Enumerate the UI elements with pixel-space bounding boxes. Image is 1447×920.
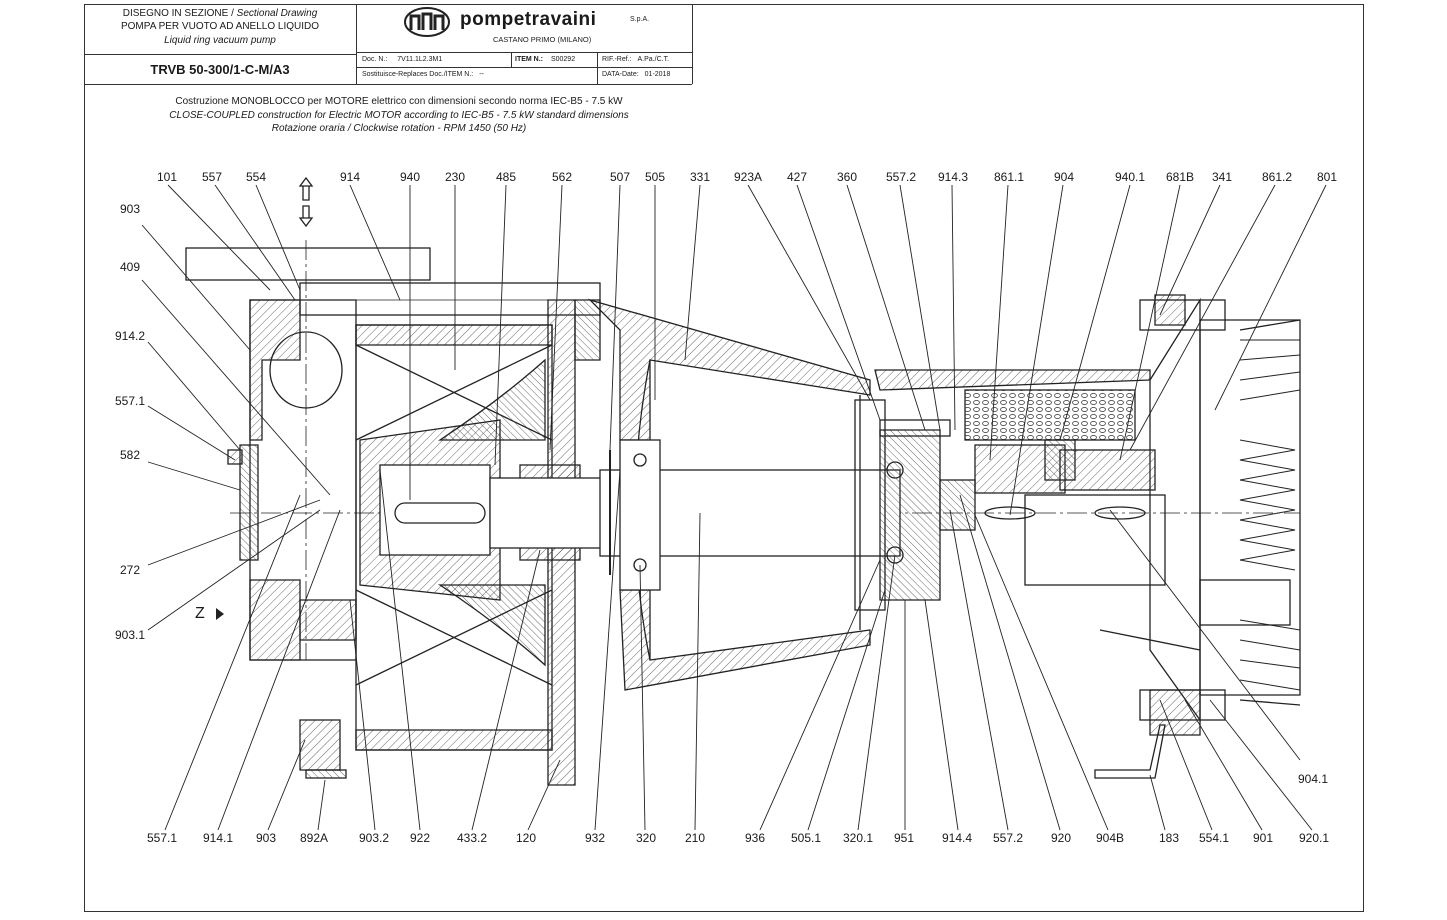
brand-location: CASTANO PRIMO (MILANO): [493, 35, 592, 44]
callout-label: 183: [1158, 831, 1180, 845]
callout-label: 427: [786, 170, 808, 184]
callout-label: 914.3: [937, 170, 969, 184]
date-value: 01-2018: [644, 71, 671, 78]
callout-label: 914.2: [115, 329, 146, 343]
callout-label: 904B: [1095, 831, 1125, 845]
callout-label: 554: [245, 170, 267, 184]
model-code: TRVB 50-300/1-C-M/A3: [150, 62, 290, 77]
callout-label: 681B: [1165, 170, 1195, 184]
callout-label: 557.2: [992, 831, 1024, 845]
callout-label: 360: [836, 170, 858, 184]
callout-label: 932: [584, 831, 606, 845]
callout-label: 582: [120, 448, 141, 462]
callout-label: 554.1: [1198, 831, 1230, 845]
callout-label: 903.2: [358, 831, 390, 845]
callout-label: 557: [201, 170, 223, 184]
brand-name: pompetravaini: [460, 9, 597, 30]
callout-label: 331: [689, 170, 711, 184]
callout-label: 320.1: [842, 831, 874, 845]
callout-label: 940: [399, 170, 421, 184]
callout-label: 914.1: [202, 831, 234, 845]
callout-label: 433.2: [456, 831, 488, 845]
callout-label: 557.1: [146, 831, 178, 845]
pump-type-en: Liquid ring vacuum pump: [164, 35, 276, 46]
doc-value: 7V11.1L2.3M1: [397, 56, 443, 63]
view-label: Z: [195, 605, 205, 622]
item-label: ITEM N.:: [515, 56, 543, 63]
pump-type-it: POMPA PER VUOTO AD ANELLO LIQUIDO: [120, 21, 320, 32]
callout-label: 210: [684, 831, 706, 845]
callout-label: 230: [444, 170, 466, 184]
title-it: DISEGNO IN SEZIONE: [122, 8, 229, 19]
callout-label: 120: [515, 831, 537, 845]
callout-label: 923A: [733, 170, 763, 184]
description-line-3: Rotazione oraria / Clockwise rotation - …: [271, 123, 527, 134]
description-line-2: CLOSE-COUPLED construction for Electric …: [169, 110, 629, 121]
callout-label: 557.1: [115, 394, 146, 408]
callout-label: 320: [635, 831, 657, 845]
item-value: S00292: [550, 56, 576, 63]
callout-label: 904.1: [1298, 772, 1329, 786]
callout-label: 505: [644, 170, 666, 184]
callout-label: 801: [1316, 170, 1338, 184]
callout-label: 922: [409, 831, 431, 845]
callout-label: 920.1: [1298, 831, 1330, 845]
callout-label: 861.1: [993, 170, 1025, 184]
callout-label: 485: [495, 170, 517, 184]
callout-label: 903.1: [115, 628, 146, 642]
callout-label: 505.1: [790, 831, 822, 845]
callout-label: 914.4: [941, 831, 973, 845]
callout-label: 557.2: [885, 170, 917, 184]
title-en: Sectional Drawing: [236, 8, 318, 19]
drawing-sheet: [84, 4, 1364, 912]
callout-label: 936: [744, 831, 766, 845]
callout-label: 904: [1053, 170, 1075, 184]
callout-label: 951: [893, 831, 915, 845]
callout-label: 903: [255, 831, 277, 845]
description-line-1: Costruzione MONOBLOCCO per MOTORE elettr…: [175, 96, 623, 107]
doc-label: Doc. N.:: [362, 56, 388, 63]
callout-label: 914: [339, 170, 361, 184]
callout-label: 507: [609, 170, 631, 184]
callout-label: 562: [551, 170, 573, 184]
callout-label: 920: [1050, 831, 1072, 845]
callout-label: 903: [120, 202, 141, 216]
replaces-value: --: [479, 71, 484, 78]
callout-label: 341: [1211, 170, 1233, 184]
callout-label: 409: [120, 260, 141, 274]
callout-label: 272: [120, 563, 141, 577]
callout-label: 892A: [299, 831, 329, 845]
ref-value: A.Pa./C.T.: [637, 56, 670, 63]
date-label: DATA-Date:: [602, 71, 639, 78]
callout-label: 940.1: [1114, 170, 1146, 184]
callout-label: 101: [156, 170, 178, 184]
ref-label: RIF.-Ref.:: [602, 56, 632, 63]
replaces-label: Sostituisce-Replaces Doc./ITEM N.:: [362, 71, 474, 78]
callout-label: 861.2: [1261, 170, 1293, 184]
view-arrow-icon: [216, 608, 224, 620]
callout-label: 901: [1252, 831, 1274, 845]
brand-suffix: S.p.A.: [630, 16, 650, 23]
